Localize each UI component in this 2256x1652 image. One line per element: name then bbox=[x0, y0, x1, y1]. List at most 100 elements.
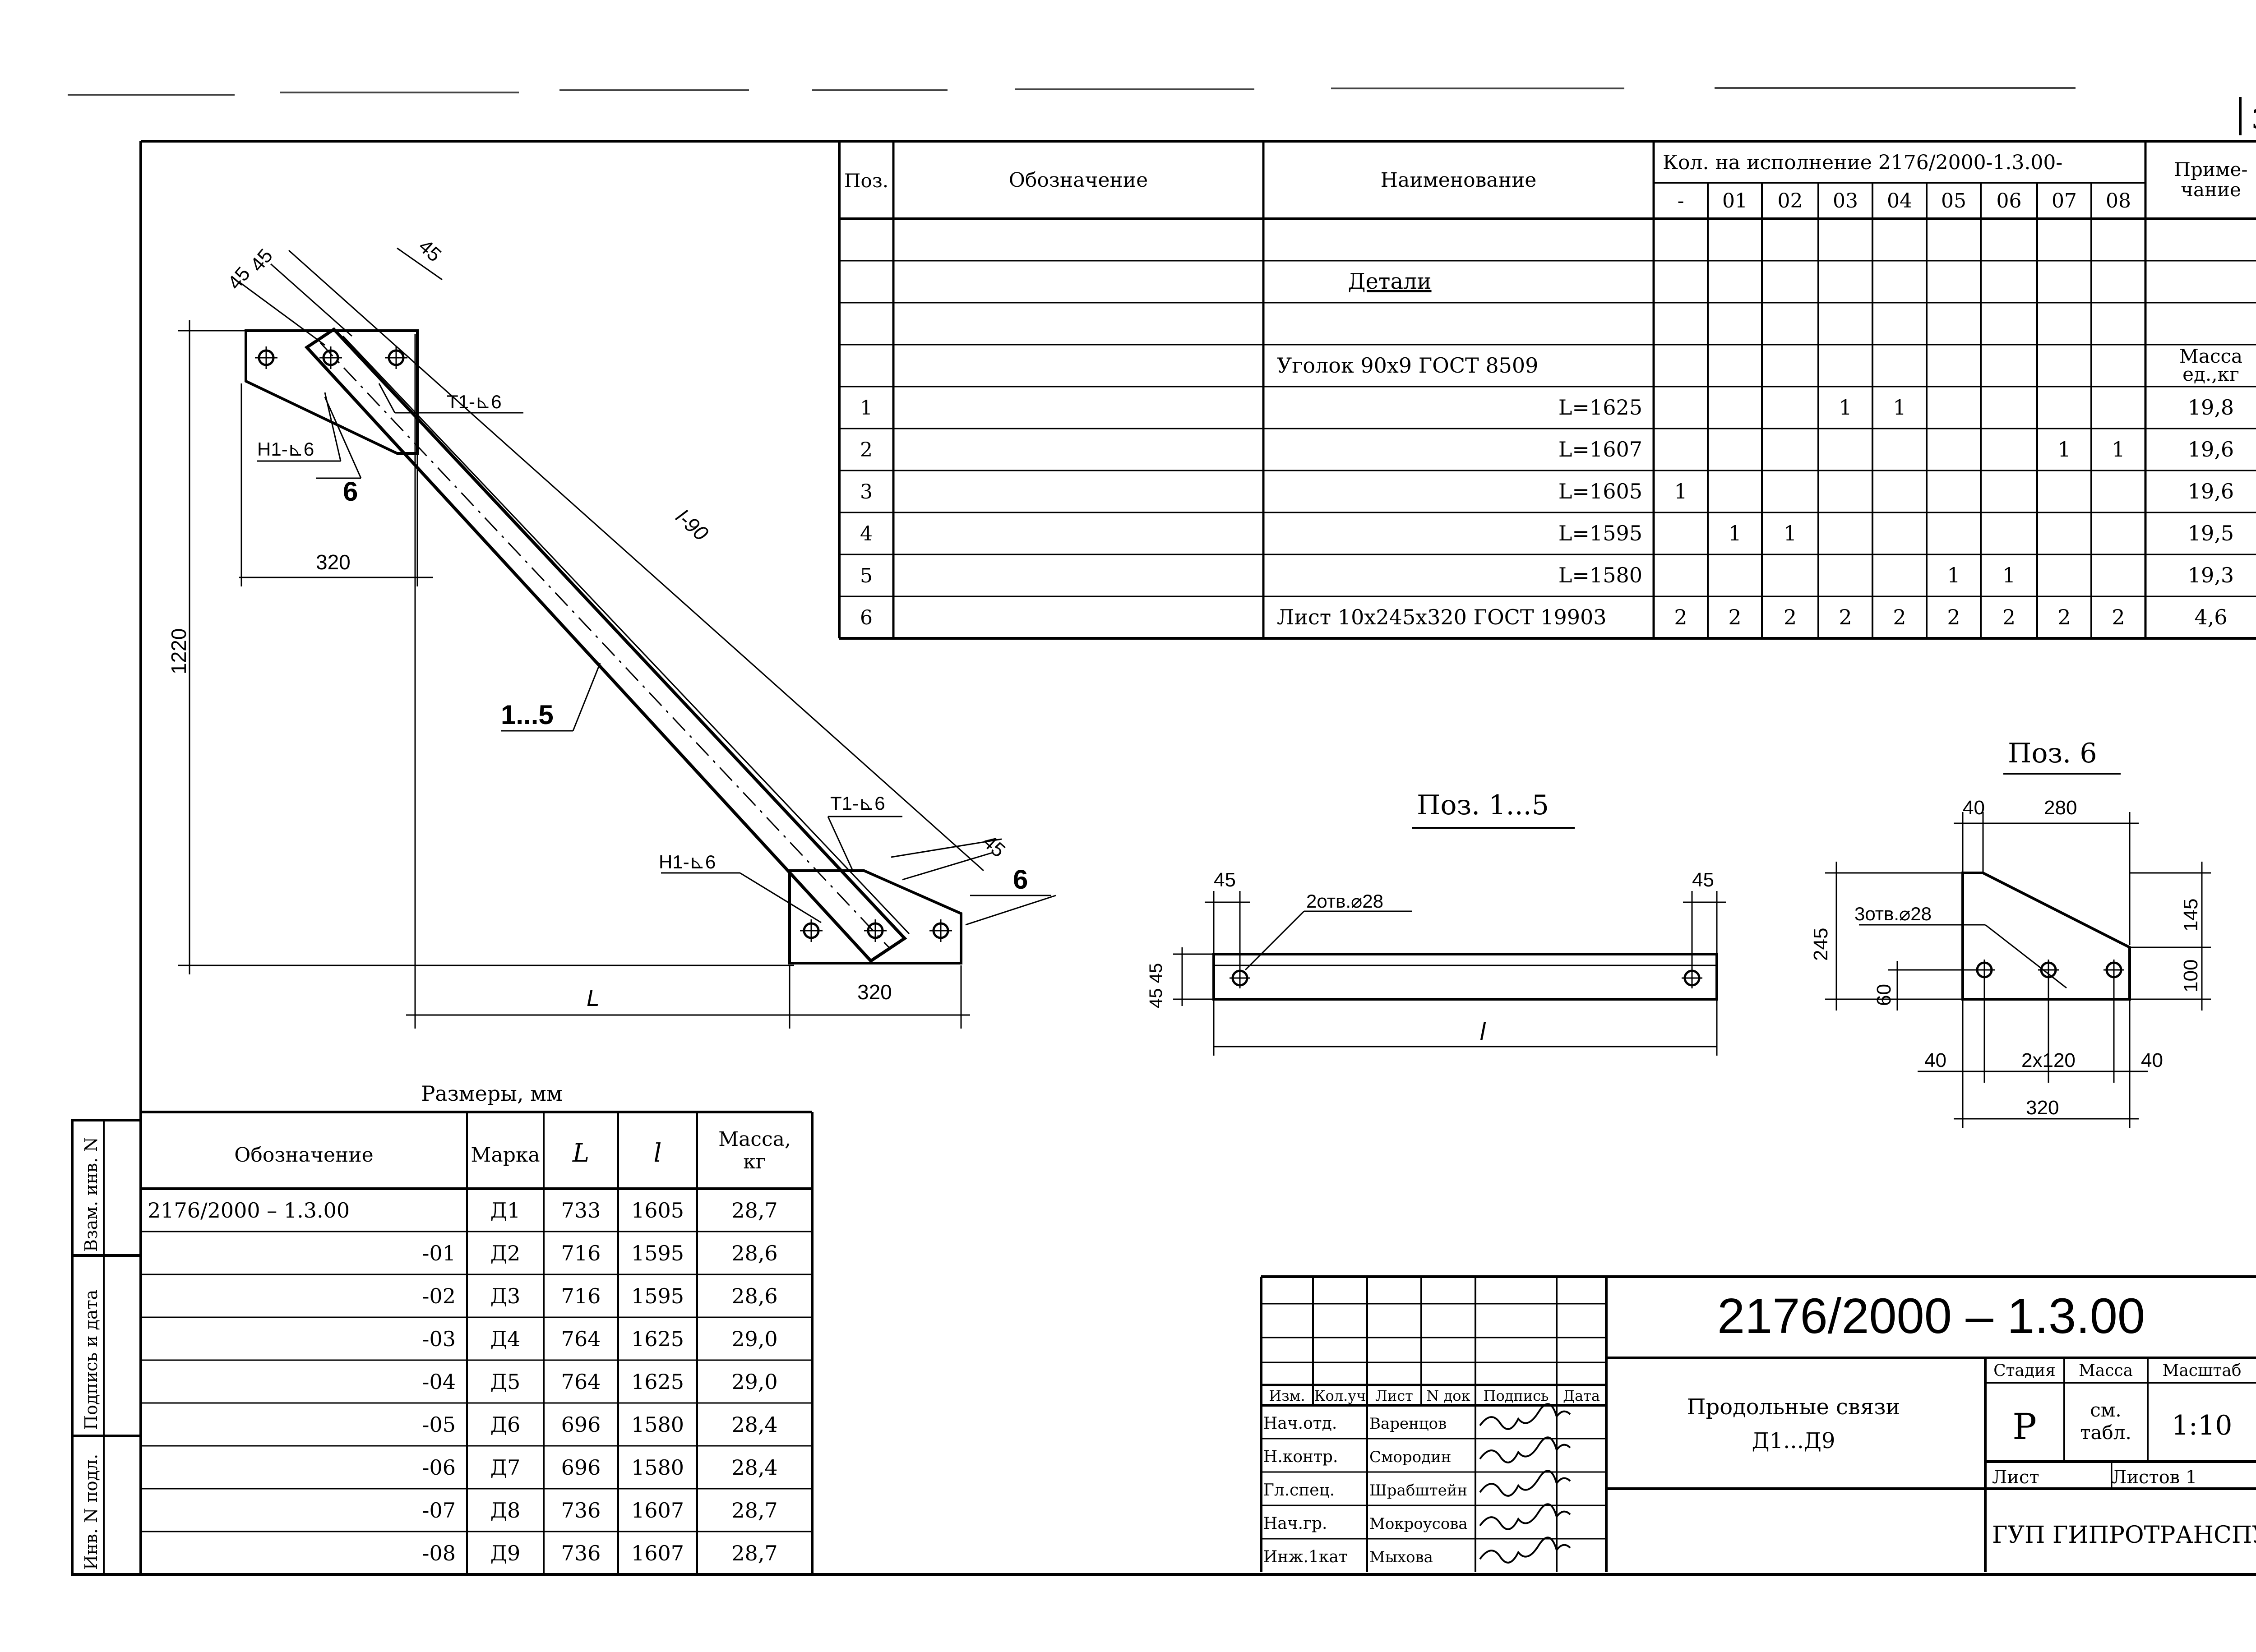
dims-table-caption: Размеры, мм bbox=[421, 1081, 562, 1106]
title-doc-code: 2176/2000 – 1.3.00 bbox=[1717, 1288, 2145, 1344]
spec-row-qty: 1 bbox=[1947, 563, 1960, 587]
gusset-plate-pos6 bbox=[1961, 872, 2131, 1001]
spec-qty-col-header: 01 bbox=[1722, 189, 1747, 212]
spec-qty-col-header: 05 bbox=[1941, 189, 1966, 212]
spec-qty-col-header: 08 bbox=[2106, 189, 2131, 212]
pos-6-drawing bbox=[1825, 773, 2211, 1128]
title-person-name: Смородин bbox=[1369, 1448, 1451, 1466]
title-col-header: N док bbox=[1426, 1387, 1470, 1404]
title-mass-value: см. bbox=[2090, 1399, 2122, 1421]
spec-row-note: 19,6 bbox=[2188, 479, 2234, 503]
top-edge-lines bbox=[68, 87, 2076, 96]
spec-row-note: 19,8 bbox=[2188, 395, 2234, 420]
pos-1-5-dim-l: l bbox=[1480, 1018, 1486, 1045]
spec-row-qty: 1 bbox=[1728, 521, 1741, 545]
dims-row-l: 1625 bbox=[631, 1370, 684, 1394]
dims-row-L: 764 bbox=[561, 1370, 601, 1394]
spec-row-note: 19,3 bbox=[2188, 563, 2234, 587]
signature-scribble bbox=[1479, 1436, 1571, 1463]
dims-row-L: 716 bbox=[561, 1241, 601, 1265]
dims-row-mark: Д7 bbox=[490, 1455, 521, 1480]
spec-qty-col-header: 07 bbox=[2052, 189, 2077, 212]
dim-45-b: 45 bbox=[246, 245, 277, 276]
dims-header-L: L bbox=[572, 1139, 589, 1168]
signature-scribble bbox=[1479, 1503, 1571, 1530]
dims-row-designation: -06 bbox=[422, 1455, 456, 1480]
spec-row-name: L=1595 bbox=[1558, 521, 1642, 545]
dims-row-designation: 2176/2000 – 1.3.00 bbox=[148, 1198, 350, 1223]
dims-row-mass: 29,0 bbox=[731, 1370, 777, 1394]
pos-6-dim-2x120: 2х120 bbox=[2021, 1049, 2076, 1071]
title-person-role: Нач.гр. bbox=[1263, 1514, 1327, 1533]
spec-header-note: Приме- bbox=[2174, 158, 2247, 180]
weld-t1-top: T1-⊾6 bbox=[447, 391, 502, 412]
dims-header-designation: Обозначение bbox=[234, 1144, 373, 1167]
pos-1-5-dim-side: 45 45 bbox=[1146, 963, 1166, 1008]
dims-row-designation: -05 bbox=[422, 1412, 456, 1437]
title-col-header: Изм. bbox=[1269, 1387, 1305, 1404]
pos-1-5-dim-45-right: 45 bbox=[1692, 869, 1714, 891]
spec-row-qty: 2 bbox=[1728, 605, 1741, 629]
angle-strip bbox=[1212, 953, 1718, 1001]
stamp-inv-n: Инв. N подл. bbox=[81, 1454, 101, 1570]
sheet-number: 3 bbox=[2251, 104, 2256, 135]
spec-row-name: L=1605 bbox=[1558, 479, 1642, 503]
dim-L: L bbox=[587, 985, 600, 1011]
signature-scribble bbox=[1479, 1537, 1571, 1564]
pos-6-dim-60: 60 bbox=[1873, 984, 1895, 1006]
spec-row-pos: 2 bbox=[860, 438, 873, 461]
title-sheet-label: Лист bbox=[1992, 1467, 2039, 1488]
dims-row-L: 736 bbox=[561, 1498, 601, 1523]
dims-row-L: 716 bbox=[561, 1284, 601, 1308]
pos-1-5-drawing bbox=[1173, 827, 1726, 1056]
dims-row-mark: Д6 bbox=[490, 1412, 521, 1437]
title-person-role: Гл.спец. bbox=[1263, 1481, 1335, 1500]
title-person-name: Варенцов bbox=[1369, 1415, 1447, 1433]
sheet-frame bbox=[72, 97, 2256, 1576]
spec-row-name: L=1625 bbox=[1558, 395, 1642, 420]
spec-row-qty: 2 bbox=[1674, 605, 1687, 629]
spec-row-pos: 5 bbox=[860, 564, 873, 587]
dims-row-l: 1580 bbox=[631, 1412, 684, 1437]
weld-h1-top: H1-⊾6 bbox=[257, 438, 314, 460]
spec-row-note: 19,6 bbox=[2188, 437, 2234, 461]
title-mass-header: Масса bbox=[2079, 1361, 2133, 1380]
dims-row-mark: Д3 bbox=[490, 1284, 521, 1308]
spec-row-name: Детали bbox=[1348, 269, 1431, 294]
stamp-vzam: Взам. инв. N bbox=[81, 1137, 101, 1252]
spec-row-qty: 1 bbox=[2112, 437, 2125, 461]
spec-row-qty: 2 bbox=[1893, 605, 1906, 629]
dims-row-l: 1607 bbox=[631, 1541, 684, 1565]
signature-scribble bbox=[1479, 1403, 1571, 1430]
dims-row-l: 1625 bbox=[631, 1327, 684, 1351]
spec-row-qty: 1 bbox=[2057, 437, 2071, 461]
title-name-line2: Д1...Д9 bbox=[1752, 1428, 1835, 1454]
dims-row-designation: -01 bbox=[422, 1241, 456, 1265]
spec-qty-col-header: 04 bbox=[1887, 189, 1912, 212]
dims-row-L: 696 bbox=[561, 1455, 601, 1480]
dims-row-mass: 28,6 bbox=[731, 1284, 777, 1308]
spec-row-qty: 2 bbox=[2002, 605, 2016, 629]
title-person-role: Н.контр. bbox=[1263, 1448, 1338, 1466]
dims-row-L: 733 bbox=[561, 1198, 601, 1223]
callout-1-5: 1...5 bbox=[501, 700, 554, 730]
top-gusset-plate bbox=[245, 329, 419, 455]
dims-row-L: 696 bbox=[561, 1412, 601, 1437]
pos-1-5-holes-label: 2отв.⌀28 bbox=[1306, 891, 1383, 912]
spec-row-name: L=1607 bbox=[1558, 437, 1642, 461]
spec-row-qty: 1 bbox=[1839, 395, 1852, 420]
dims-row-designation: -08 bbox=[422, 1541, 456, 1565]
dims-row-mass: 28,7 bbox=[731, 1541, 777, 1565]
title-person-name: Мокроусова bbox=[1369, 1515, 1468, 1533]
spec-row-qty: 2 bbox=[2057, 605, 2071, 629]
dims-row-mark: Д9 bbox=[490, 1541, 521, 1565]
title-mass-value: табл. bbox=[2080, 1421, 2131, 1444]
spec-qty-col-header: 03 bbox=[1833, 189, 1858, 212]
spec-row-qty: 1 bbox=[1893, 395, 1906, 420]
spec-header-note: чание bbox=[2181, 179, 2241, 201]
spec-row-note: 19,5 bbox=[2188, 521, 2234, 545]
pos-1-5-dim-45-left: 45 bbox=[1214, 869, 1236, 891]
